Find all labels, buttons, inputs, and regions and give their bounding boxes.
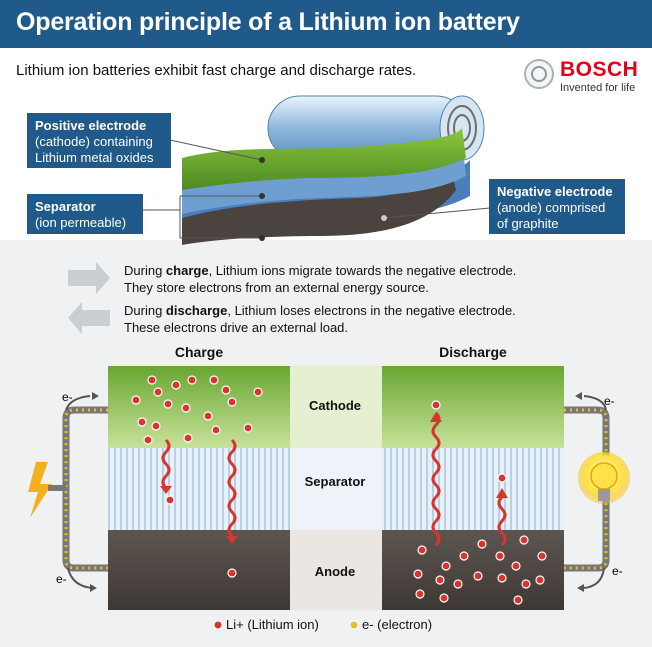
charge-circuit-wire — [62, 406, 108, 572]
legend-electron-marker — [349, 620, 359, 630]
legend-ion: Li+ (Lithium ion) — [226, 617, 319, 632]
positive-electrode-line3: Lithium metal oxides — [35, 150, 154, 165]
lightning-bolt-icon — [28, 462, 52, 518]
discharge-migration-arrows — [431, 411, 507, 547]
positive-electrode-callout: Positive electrode (cathode) containing … — [27, 113, 171, 168]
layer-label-column — [290, 366, 382, 610]
discharge-heading: Discharge — [439, 344, 507, 360]
page-title: Operation principle of a Lithium ion bat… — [16, 8, 520, 36]
charge-heading: Charge — [174, 344, 224, 360]
positive-electrode-title: Positive electrode — [35, 118, 147, 133]
cathode-label: Cathode — [309, 398, 361, 413]
negative-electrode-callout: Negative electrode (anode) comprised of … — [489, 179, 625, 234]
discharge-ions — [413, 400, 547, 605]
charge-cell — [108, 366, 290, 610]
charge-migration-arrows — [161, 438, 237, 538]
electron-label-charge-top: e- — [62, 390, 73, 404]
leader-dots — [259, 157, 387, 241]
separator-callout: Separator (ion permeable) — [27, 194, 143, 234]
electron-label-charge-bottom: e- — [56, 572, 67, 586]
negative-electrode-line3: of graphite — [497, 216, 559, 231]
title-bar: Operation principle of a Lithium ion bat… — [0, 0, 652, 48]
electron-label-discharge-bottom: e- — [612, 564, 623, 578]
light-bulb-icon — [578, 452, 630, 504]
bosch-armature-icon — [524, 59, 554, 89]
battery-roll-illustration — [182, 95, 485, 245]
legend-electron: e- (electron) — [362, 617, 433, 632]
brand-name: BOSCH — [560, 58, 639, 81]
separator-label: Separator — [304, 474, 366, 489]
negative-electrode-line2: (anode) comprised — [497, 200, 606, 215]
brand-tagline: Invented for life — [560, 82, 636, 94]
positive-electrode-line2: (cathode) containing — [35, 134, 153, 149]
discharge-arrow-icon — [68, 302, 110, 334]
charge-arrow-icon — [68, 262, 110, 294]
electron-label-discharge-top: e- — [604, 394, 615, 408]
leader-lines — [142, 139, 491, 239]
negative-electrode-title: Negative electrode — [497, 184, 613, 199]
bosch-logo: BOSCH Invented for life — [524, 55, 642, 97]
charge-cathode-ions — [131, 375, 263, 445]
discharge-explanation: During discharge, Lithium loses electron… — [124, 303, 516, 335]
separator-title: Separator — [35, 199, 96, 214]
legend-ion-marker — [213, 620, 223, 630]
electron-flow-arrows — [65, 395, 607, 589]
separator-line2: (ion permeable) — [35, 215, 127, 230]
subtitle: Lithium ion batteries exhibit fast charg… — [16, 62, 417, 79]
charge-explanation: During charge, Lithium ions migrate towa… — [124, 263, 517, 295]
anode-label: Anode — [314, 564, 356, 579]
discharge-cell — [382, 366, 564, 610]
